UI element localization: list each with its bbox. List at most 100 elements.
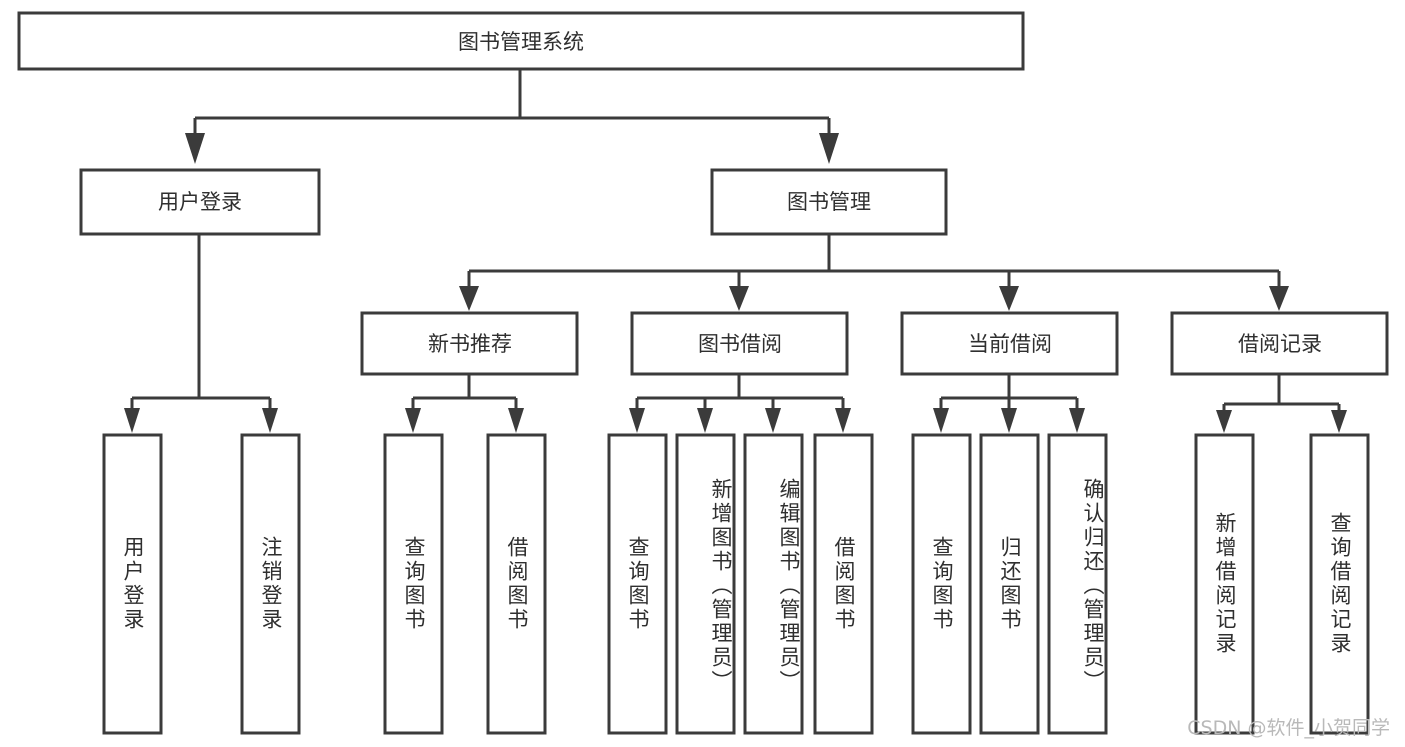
- leaf-logout-login-text-wrap: 注销登录: [258, 536, 283, 632]
- arrow-down-icon: [629, 408, 645, 433]
- node-borrow-record-label: 借阅记录: [1238, 332, 1322, 356]
- arrow-down-icon: [124, 408, 140, 433]
- leaf-add-book[interactable]: 新增图书（管理员）: [675, 433, 736, 735]
- leaf-user-login-text-wrap: 用户登录: [120, 536, 145, 632]
- node-user-login-box[interactable]: [79, 168, 321, 236]
- leaf-add-record-box[interactable]: [1194, 433, 1255, 735]
- leaf-return-book-box[interactable]: [979, 433, 1040, 735]
- leaf-query-book-1[interactable]: 查询图书: [383, 433, 444, 735]
- leaf-query-book-1-text-wrap: 查询图书: [401, 536, 426, 632]
- arrow-down-icon: [765, 408, 781, 433]
- edges-new-book-recommend-to-leaves: [405, 374, 524, 433]
- leaf-user-login[interactable]: 用户登录: [102, 433, 163, 735]
- arrow-down-icon: [459, 286, 479, 311]
- arrow-down-icon: [835, 408, 851, 433]
- leaf-query-book-3[interactable]: 查询图书: [911, 433, 972, 735]
- leaf-user-login-label: 用户登录: [120, 536, 145, 632]
- leaf-borrow-book-1[interactable]: 借阅图书: [486, 433, 547, 735]
- leaf-confirm-return-label: 确认归还（管理员）: [1081, 478, 1105, 694]
- leaf-edit-book-label: 编辑图书（管理员）: [777, 478, 801, 694]
- arrow-down-icon: [819, 133, 839, 164]
- node-user-login-label: 用户登录: [158, 190, 242, 214]
- node-root-label: 图书管理系统: [458, 30, 584, 54]
- node-borrow-record[interactable]: 借阅记录: [1170, 311, 1389, 376]
- leaf-query-book-2-box[interactable]: [607, 433, 668, 735]
- node-current-borrow-box[interactable]: [900, 311, 1119, 376]
- edges-current-borrow-to-leaves: [933, 374, 1085, 433]
- leaf-query-record[interactable]: 查询借阅记录: [1309, 433, 1370, 735]
- leaf-query-record-text-wrap: 查询借阅记录: [1327, 512, 1352, 656]
- leaf-edit-book-text-wrap: 编辑图书（管理员）: [777, 478, 801, 694]
- arrow-down-icon: [999, 286, 1019, 311]
- node-book-borrow-label: 图书借阅: [698, 332, 782, 356]
- leaf-return-book[interactable]: 归还图书: [979, 433, 1040, 735]
- leaf-return-book-label: 归还图书: [997, 536, 1022, 632]
- leaf-borrow-book-2-text-wrap: 借阅图书: [831, 536, 856, 632]
- edges-borrow-record-to-leaves: [1216, 374, 1347, 433]
- leaf-query-book-3-box[interactable]: [911, 433, 972, 735]
- edges-root-to-level2: [185, 69, 839, 164]
- leaf-borrow-book-1-label: 借阅图书: [504, 536, 529, 632]
- leaf-logout-login-box[interactable]: [240, 433, 301, 735]
- leaf-add-record-label: 新增借阅记录: [1212, 512, 1237, 656]
- arrow-down-icon: [933, 408, 949, 433]
- arrow-down-icon: [508, 408, 524, 433]
- leaf-query-book-1-box[interactable]: [383, 433, 444, 735]
- leaf-confirm-return[interactable]: 确认归还（管理员）: [1047, 433, 1108, 735]
- leaf-confirm-return-box[interactable]: [1047, 433, 1108, 735]
- node-root[interactable]: 图书管理系统: [17, 11, 1025, 71]
- leaf-query-book-1-label: 查询图书: [401, 536, 426, 632]
- arrow-down-icon: [1216, 410, 1232, 433]
- leaf-add-record-text-wrap: 新增借阅记录: [1212, 512, 1237, 656]
- leaf-confirm-return-text-wrap: 确认归还（管理员）: [1081, 478, 1105, 694]
- leaf-borrow-book-2-box[interactable]: [813, 433, 874, 735]
- edges-book-borrow-to-leaves: [629, 374, 851, 433]
- node-book-borrow-box[interactable]: [630, 311, 849, 376]
- node-book-manage[interactable]: 图书管理: [710, 168, 948, 236]
- arrow-down-icon: [1069, 408, 1085, 433]
- node-book-manage-label: 图书管理: [787, 190, 871, 214]
- leaf-return-book-text-wrap: 归还图书: [997, 536, 1022, 632]
- node-user-login[interactable]: 用户登录: [79, 168, 321, 236]
- leaf-query-record-label: 查询借阅记录: [1327, 512, 1352, 656]
- arrow-down-icon: [729, 286, 749, 311]
- node-current-borrow-label: 当前借阅: [968, 332, 1052, 356]
- leaf-logout-login-label: 注销登录: [258, 536, 283, 632]
- leaf-query-record-box[interactable]: [1309, 433, 1370, 735]
- leaf-query-book-2[interactable]: 查询图书: [607, 433, 668, 735]
- node-borrow-record-box[interactable]: [1170, 311, 1389, 376]
- leaf-query-book-3-text-wrap: 查询图书: [929, 536, 954, 632]
- node-book-borrow[interactable]: 图书借阅: [630, 311, 849, 376]
- arrow-down-icon: [185, 133, 205, 164]
- leaf-user-login-box[interactable]: [102, 433, 163, 735]
- leaf-borrow-book-2-label: 借阅图书: [831, 536, 856, 632]
- leaf-query-book-2-label: 查询图书: [625, 536, 650, 632]
- arrow-down-icon: [1331, 410, 1347, 433]
- edges-user-login-to-leaves: [124, 234, 278, 433]
- edges-book-manage-to-level3: [459, 234, 1289, 311]
- leaf-borrow-book-1-text-wrap: 借阅图书: [504, 536, 529, 632]
- leaf-borrow-book-1-box[interactable]: [486, 433, 547, 735]
- leaf-add-book-text-wrap: 新增图书（管理员）: [709, 478, 733, 694]
- node-new-book-recommend-box[interactable]: [360, 311, 579, 376]
- leaf-add-record[interactable]: 新增借阅记录: [1194, 433, 1255, 735]
- leaf-query-book-2-text-wrap: 查询图书: [625, 536, 650, 632]
- arrow-down-icon: [405, 408, 421, 433]
- leaf-add-book-box[interactable]: [675, 433, 736, 735]
- leaf-borrow-book-2[interactable]: 借阅图书: [813, 433, 874, 735]
- arrow-down-icon: [697, 408, 713, 433]
- node-book-manage-box[interactable]: [710, 168, 948, 236]
- leaf-edit-book[interactable]: 编辑图书（管理员）: [743, 433, 804, 735]
- node-current-borrow[interactable]: 当前借阅: [900, 311, 1119, 376]
- leaf-edit-book-box[interactable]: [743, 433, 804, 735]
- node-new-book-recommend-label: 新书推荐: [428, 332, 512, 356]
- node-root-box[interactable]: [17, 11, 1025, 71]
- csdn-watermark: CSDN @软件_小贺同学: [1187, 717, 1390, 739]
- arrow-down-icon: [1269, 286, 1289, 311]
- node-new-book-recommend[interactable]: 新书推荐: [360, 311, 579, 376]
- leaf-logout-login[interactable]: 注销登录: [240, 433, 301, 735]
- arrow-down-icon: [262, 408, 278, 433]
- leaf-query-book-3-label: 查询图书: [929, 536, 954, 632]
